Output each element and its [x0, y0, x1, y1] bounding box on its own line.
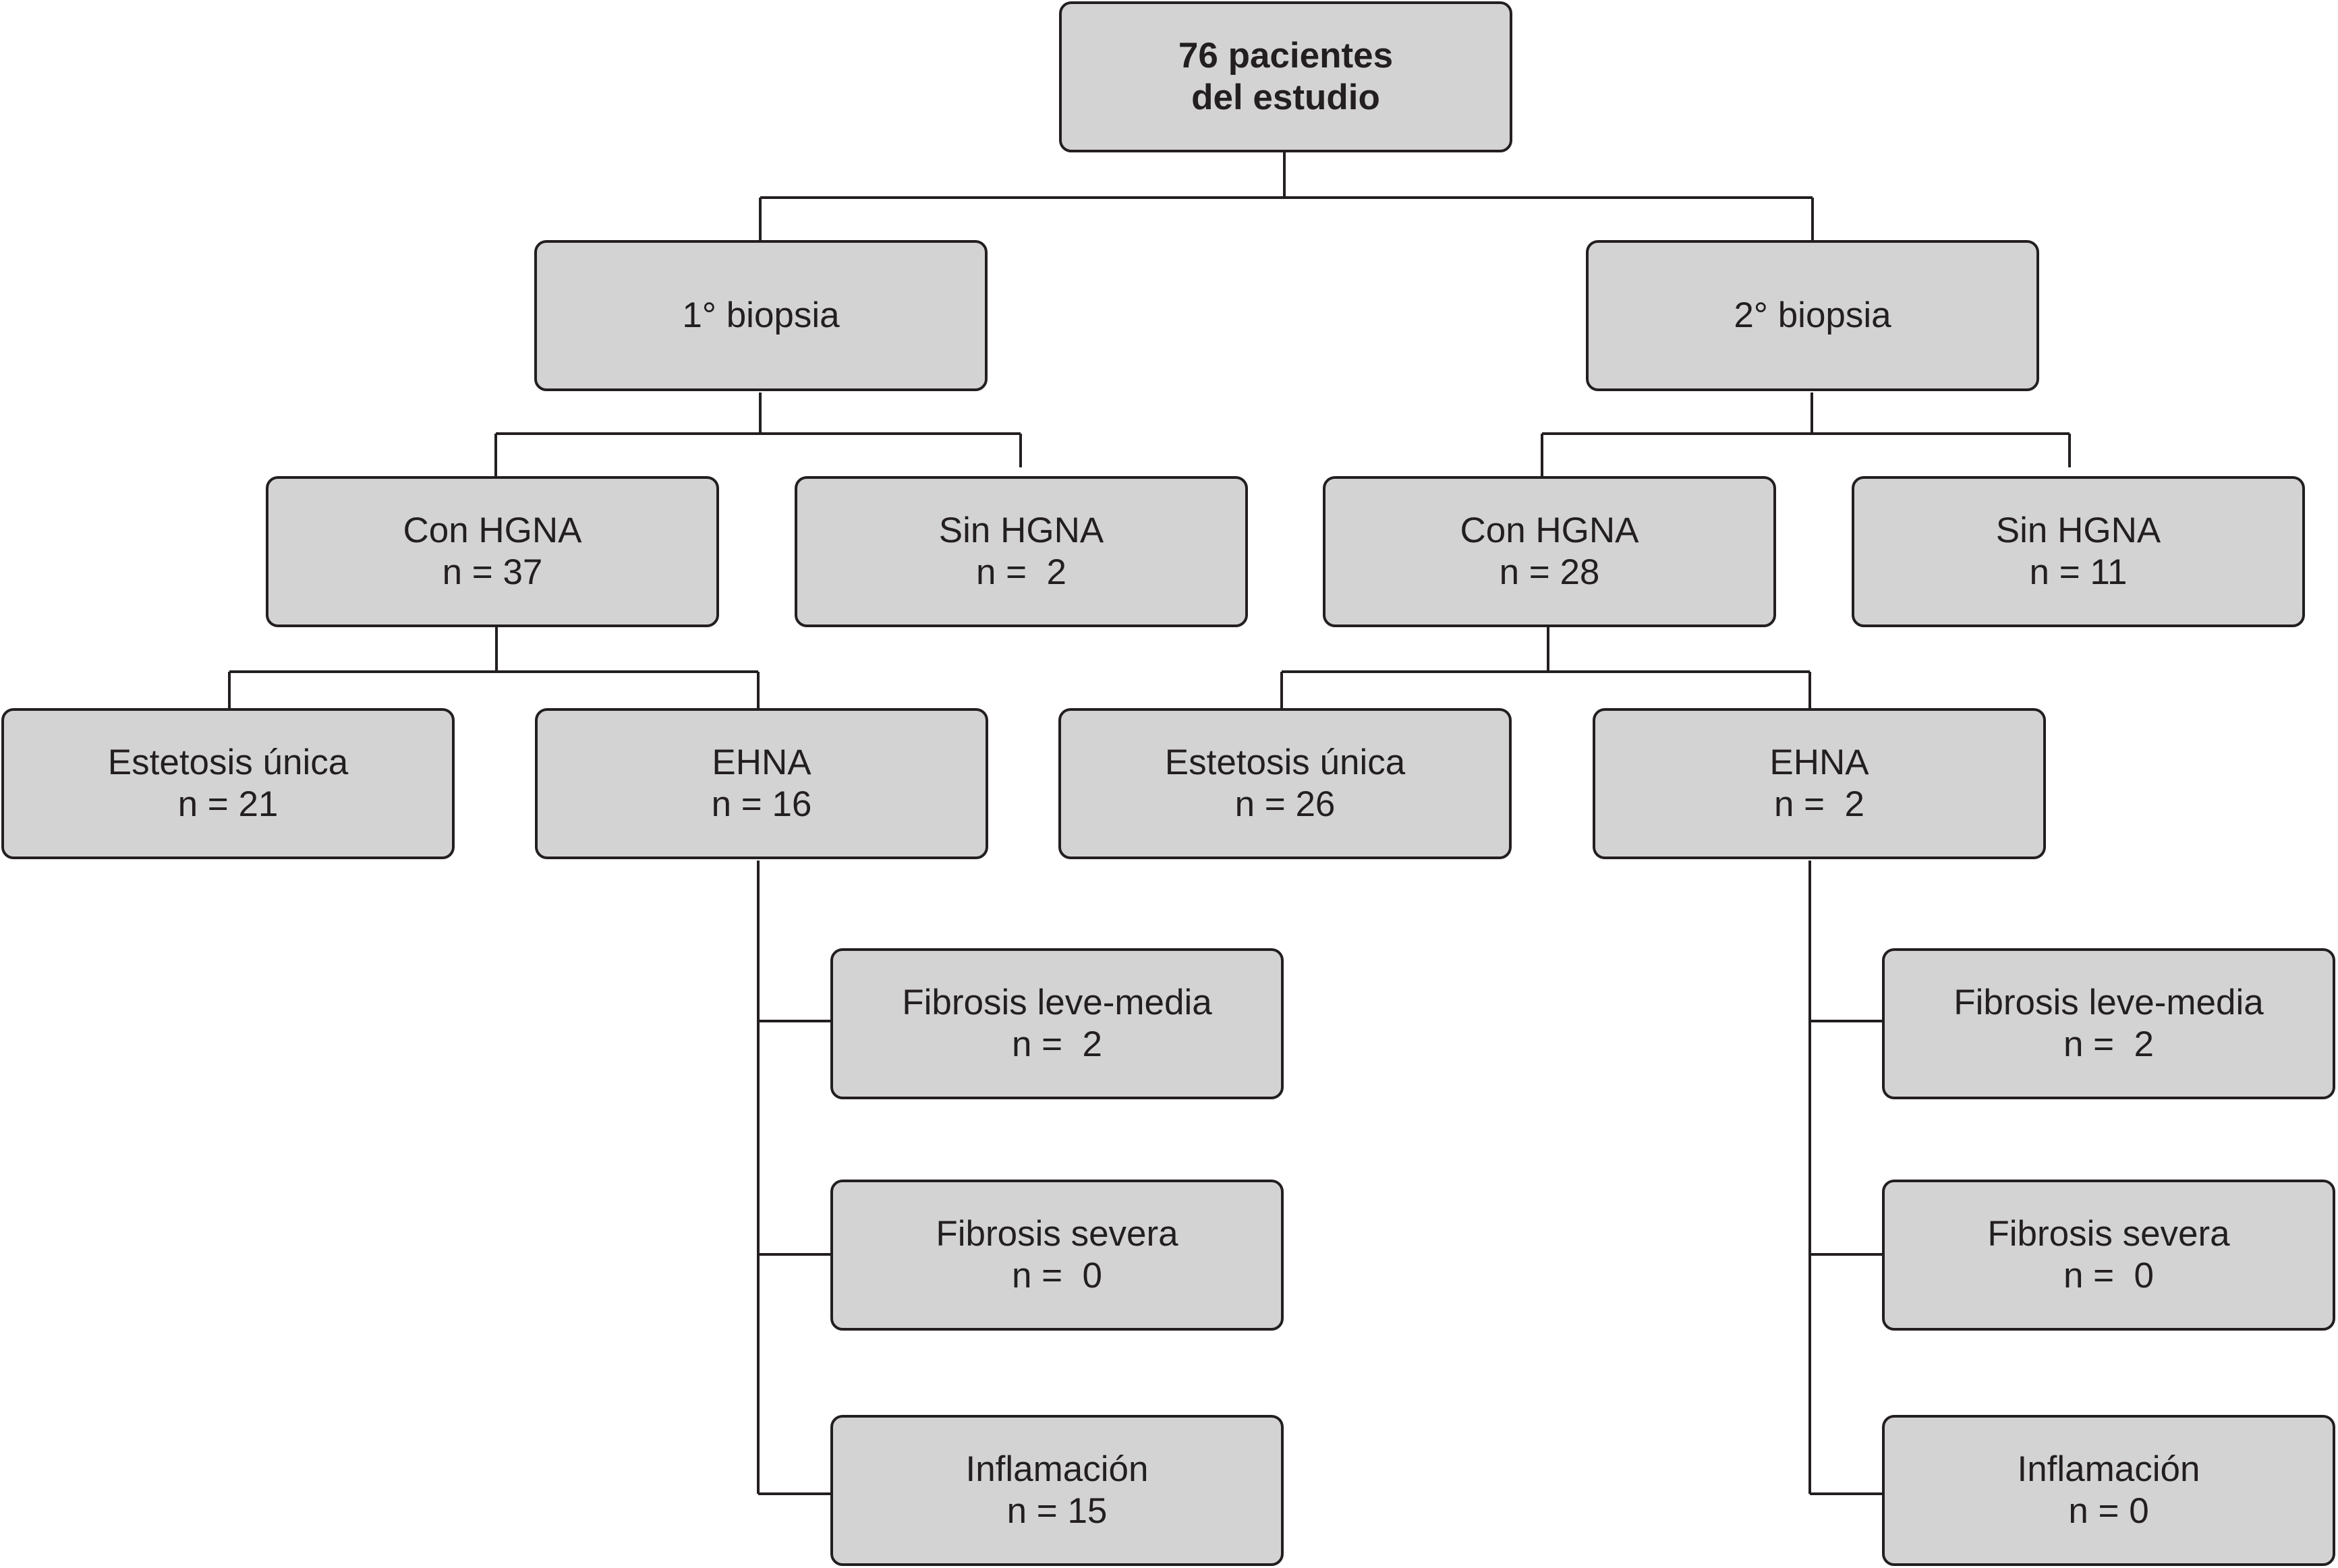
con-hgna-label: Con HGNA — [403, 511, 582, 550]
inflamacion-label: Inflamación — [2017, 1449, 2200, 1489]
root-line-2: del estudio — [1191, 78, 1380, 117]
fibrosis-severa-count: n = 0 — [2063, 1256, 2155, 1296]
biopsy-2-sin-hgna-node: Sin HGNA n = 11 — [1852, 476, 2305, 627]
esteatosis-label: Estetosis única — [107, 743, 349, 782]
connector-ehna2 — [1808, 861, 1882, 1495]
inflamacion-label: Inflamación — [965, 1449, 1149, 1489]
con-hgna-label: Con HGNA — [1460, 511, 1639, 550]
sin-hgna-count: n = 2 — [975, 552, 1067, 592]
biopsy-1-fibrosis-leve-node: Fibrosis leve-media n = 2 — [830, 948, 1284, 1099]
fibrosis-leve-count: n = 2 — [1011, 1024, 1103, 1064]
connector-biopsy2 — [1541, 393, 2071, 476]
connector-con2 — [1280, 627, 1811, 708]
inflamacion-count: n = 15 — [1006, 1491, 1108, 1531]
root-node: 76 pacientes del estudio — [1059, 1, 1512, 152]
connector-biopsy1 — [494, 393, 1022, 476]
connector-root — [759, 152, 1814, 240]
con-hgna-count: n = 37 — [442, 552, 543, 592]
fibrosis-leve-label: Fibrosis leve-media — [1954, 983, 2264, 1022]
biopsy-2-fibrosis-severa-node: Fibrosis severa n = 0 — [1882, 1180, 2335, 1331]
ehna-count: n = 16 — [711, 784, 812, 824]
biopsy-1-ehna-node: EHNA n = 16 — [535, 708, 988, 859]
biopsy-1-fibrosis-severa-node: Fibrosis severa n = 0 — [830, 1180, 1284, 1331]
fibrosis-severa-label: Fibrosis severa — [936, 1214, 1178, 1254]
esteatosis-label: Estetosis única — [1164, 743, 1406, 782]
biopsy-2-fibrosis-leve-node: Fibrosis leve-media n = 2 — [1882, 948, 2335, 1099]
ehna-label: EHNA — [1769, 743, 1869, 782]
biopsy-1-con-hgna-node: Con HGNA n = 37 — [266, 476, 719, 627]
biopsy-1-inflamacion-node: Inflamación n = 15 — [830, 1415, 1284, 1566]
sin-hgna-label: Sin HGNA — [938, 511, 1104, 550]
connector-con1 — [228, 627, 760, 708]
root-line-1: 76 pacientes — [1178, 36, 1394, 76]
sin-hgna-count: n = 11 — [2029, 552, 2128, 592]
biopsy-2-con-hgna-node: Con HGNA n = 28 — [1323, 476, 1776, 627]
inflamacion-count: n = 0 — [2068, 1491, 2149, 1531]
biopsy-2-label: 2° biopsia — [1734, 295, 1891, 335]
biopsy-1-node: 1° biopsia — [534, 240, 988, 391]
connector-ehna1 — [757, 861, 830, 1495]
fibrosis-severa-count: n = 0 — [1011, 1256, 1103, 1296]
ehna-label: EHNA — [712, 743, 811, 782]
biopsy-2-ehna-node: EHNA n = 2 — [1593, 708, 2046, 859]
fibrosis-leve-count: n = 2 — [2063, 1024, 2155, 1064]
con-hgna-count: n = 28 — [1499, 552, 1600, 592]
biopsy-2-inflamacion-node: Inflamación n = 0 — [1882, 1415, 2335, 1566]
fibrosis-leve-label: Fibrosis leve-media — [902, 983, 1212, 1022]
biopsy-1-esteatosis-node: Estetosis única n = 21 — [1, 708, 455, 859]
biopsy-1-label: 1° biopsia — [682, 295, 840, 335]
ehna-count: n = 2 — [1773, 784, 1865, 824]
esteatosis-count: n = 26 — [1234, 784, 1336, 824]
esteatosis-count: n = 21 — [177, 784, 279, 824]
fibrosis-severa-label: Fibrosis severa — [1987, 1214, 2230, 1254]
sin-hgna-label: Sin HGNA — [1995, 511, 2161, 550]
biopsy-1-sin-hgna-node: Sin HGNA n = 2 — [795, 476, 1248, 627]
biopsy-2-esteatosis-node: Estetosis única n = 26 — [1058, 708, 1512, 859]
biopsy-2-node: 2° biopsia — [1586, 240, 2039, 391]
